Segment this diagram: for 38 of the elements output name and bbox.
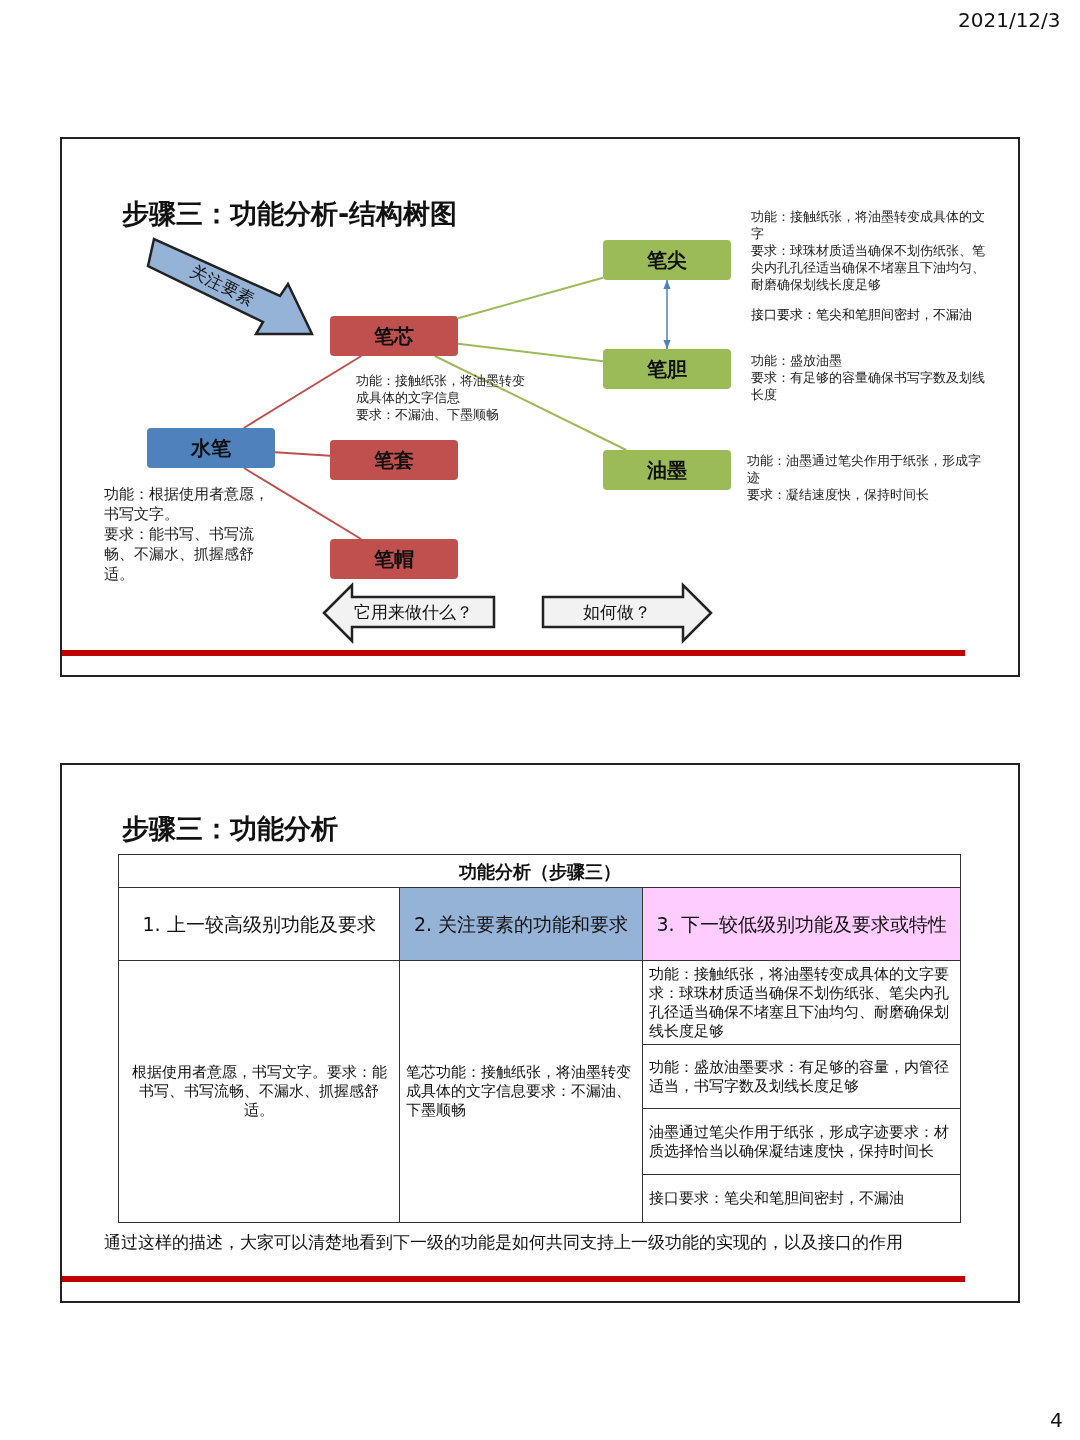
connector-line: [242, 355, 363, 429]
description-text: 功能：根据使用者意愿，书写文字。: [104, 484, 270, 524]
description-text: 功能：接触纸张，将油墨转变成具体的文字: [751, 208, 986, 242]
slide-title: 步骤三：功能分析: [122, 812, 338, 846]
table-cell: 接口要求：笔尖和笔胆间密封，不漏油: [642, 1174, 961, 1223]
arrow: [663, 279, 671, 350]
table-header-cell: 3. 下一较低级别功能及要求或特性: [642, 887, 961, 961]
connector-line: [433, 355, 628, 451]
component-name: 笔套: [374, 446, 414, 474]
description-text: 要求：球珠材质适当确保不划伤纸张、笔尖内孔孔径适当确保不堵塞且下油均匀、耐磨确保划线长度足够: [751, 242, 986, 293]
banner-text: 它用来做什么？: [354, 601, 473, 624]
component-name: 笔芯: [374, 322, 414, 350]
connector-line: [457, 342, 604, 363]
connector-line: [457, 276, 604, 320]
banner-text: 如何做？: [583, 601, 651, 624]
component-name: 水笔: [191, 434, 231, 462]
description-text: 要求：能书写、书写流畅、不漏水、抓握感舒适。: [104, 524, 255, 584]
interface-note: 接口要求：笔尖和笔胆间密封，不漏油: [751, 306, 973, 323]
component-box: [330, 440, 458, 480]
component-name: 笔胆: [647, 355, 687, 383]
page-number: 4: [1050, 1408, 1063, 1432]
description-text: 要求：不漏油、下墨顺畅: [356, 406, 500, 423]
description-text: 功能：盛放油墨: [751, 352, 843, 369]
date-text: 2021/12/3: [958, 8, 1061, 32]
component-box: [330, 539, 458, 579]
banner-text: 关注要素: [186, 259, 258, 312]
component-name: 笔尖: [647, 246, 687, 274]
description-text: 要求：有足够的容量确保书写字数及划线长度: [751, 369, 986, 403]
description-text: 要求：凝结速度快，保持时间长: [747, 486, 930, 503]
note-text: 通过这样的描述，大家可以清楚地看到下一级的功能是如何共同支持上一级功能的实现的，以及接口的作用: [104, 1231, 903, 1254]
component-name: 油墨: [647, 456, 687, 484]
table-header-cell: 2. 关注要素的功能和要求: [399, 887, 643, 961]
table-cell: 根据使用者意愿，书写文字。要求：能书写、书写流畅、不漏水、抓握感舒适。: [118, 960, 400, 1223]
connector-line: [274, 451, 331, 457]
connector-line: [242, 467, 363, 540]
component-name: 笔帽: [374, 545, 414, 573]
description-text: 功能：油墨通过笔尖作用于纸张，形成字迹: [747, 452, 982, 486]
slide-title: 步骤三：功能分析-结构树图: [122, 197, 458, 231]
